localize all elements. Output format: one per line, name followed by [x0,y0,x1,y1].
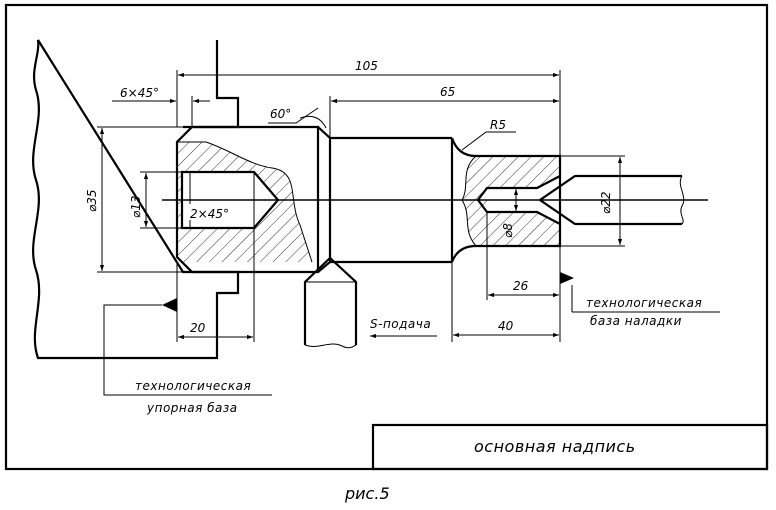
stop-base-marker [162,298,177,312]
setup-base-line1: технологическая [586,296,702,310]
setup-base-marker [560,272,574,284]
dim-105: 105 [355,59,378,73]
tail-outline [476,154,562,248]
feed-label: S-подача [370,317,431,331]
stop-base-line1: технологическая [135,379,251,393]
cone-angle-arc [299,115,327,129]
dim-65: 65 [440,85,455,99]
dim-diameter-13: ⌀13 [129,196,143,219]
dim-40: 40 [498,319,514,333]
dim-fillet: R5 [490,118,506,132]
fillet-top [450,137,477,158]
dim-26: 26 [513,279,529,293]
title-block-label: основная надпись [474,437,636,456]
dim-diameter-35: ⌀35 [85,190,99,213]
fillet-leader [461,131,516,151]
stop-base-line2: упорная база [146,401,238,415]
setup-base-line2: база наладки [590,314,682,328]
bore-outline [180,170,280,230]
dim-chamfer-inner: 2×45° [190,207,229,221]
tool-break [304,343,357,349]
dim-diameter-8: ⌀8 [501,223,515,238]
stop-base-leader [103,304,272,396]
cone-angle-leader [268,107,319,124]
tailstock-break [679,175,685,225]
title-block [371,423,769,471]
dim-cone-angle: 60° [270,107,291,121]
fillet-bottom [450,244,477,263]
dim-diameter-22: ⌀22 [599,192,613,215]
dim-chamfer-bg [188,204,244,220]
figure-caption: рис.5 [344,484,390,503]
cutting-tool [303,256,358,345]
dim-20: 20 [190,321,206,335]
dim-chamfer-outer: 6×45° [120,86,159,100]
section-break-line [205,141,313,263]
